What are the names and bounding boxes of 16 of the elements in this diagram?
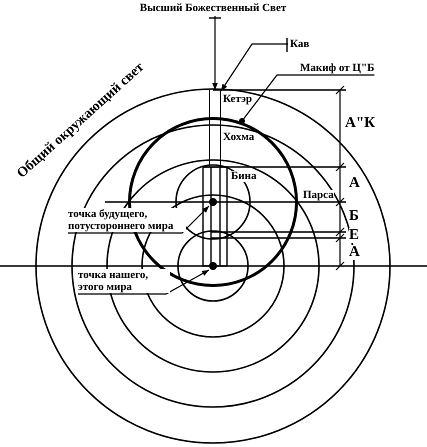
text-label: точка нашего, этого мира — [78, 269, 170, 293]
leader-line — [68, 206, 210, 234]
leader-line — [220, 43, 288, 92]
column-bar — [209, 90, 221, 167]
text-label: Кав — [290, 38, 310, 50]
text-label: Высший Божественный Свет — [140, 2, 286, 14]
text-label: Кетэр — [223, 94, 252, 105]
leader-line — [78, 269, 210, 295]
text-label: Хохма — [223, 132, 254, 143]
text-label: А — [349, 245, 360, 260]
text-label: точка будущего, потустороннего мира — [68, 208, 186, 232]
text-label: Е — [349, 228, 360, 243]
text-label: Макиф от Ц"Б — [300, 62, 374, 74]
arrow — [212, 16, 218, 90]
text-label: Бина — [231, 171, 256, 182]
leader-line — [239, 74, 374, 124]
